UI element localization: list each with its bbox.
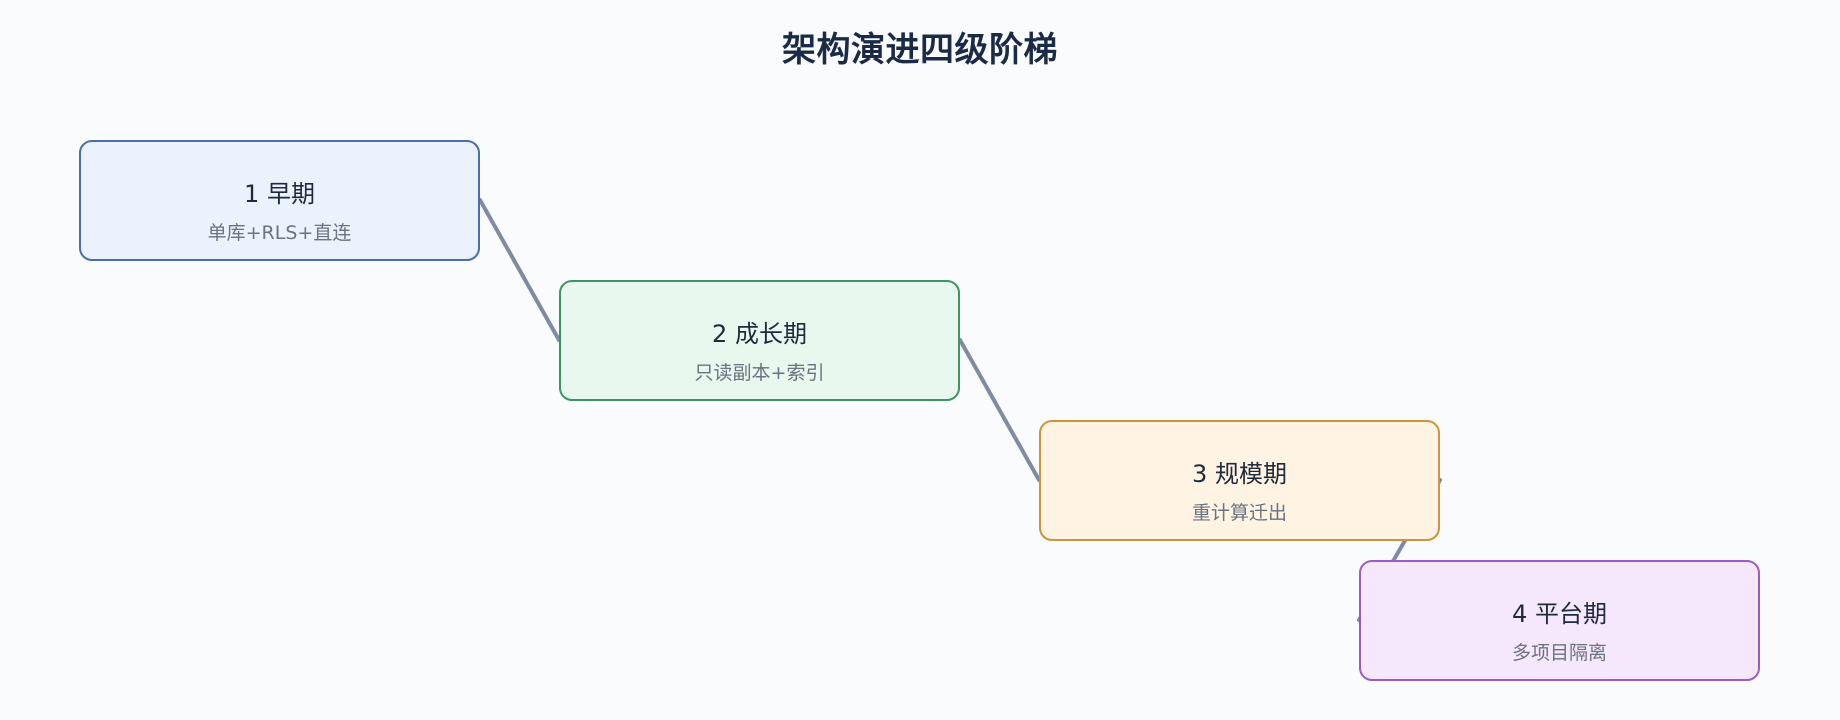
stage-node-platform: 4 平台期 多项目隔离 <box>1359 560 1760 681</box>
stage-detail: 只读副本+索引 <box>694 362 825 384</box>
stage-label: 2 成长期 <box>712 320 807 348</box>
connector-2-3 <box>958 338 1041 482</box>
stage-node-early: 1 早期 单库+RLS+直连 <box>79 140 480 261</box>
stage-label: 1 早期 <box>244 180 315 208</box>
stage-node-growth: 2 成长期 只读副本+索引 <box>559 280 960 401</box>
stage-detail: 多项目隔离 <box>1511 642 1607 664</box>
stage-detail: 单库+RLS+直连 <box>207 222 352 244</box>
stage-label: 3 规模期 <box>1192 460 1287 488</box>
stage-node-scale: 3 规模期 重计算迁出 <box>1039 420 1440 541</box>
diagram-title: 架构演进四级阶梯 <box>782 30 1058 70</box>
connector-1-2 <box>478 198 561 342</box>
stage-label: 4 平台期 <box>1512 600 1607 628</box>
stage-detail: 重计算迁出 <box>1191 502 1287 524</box>
